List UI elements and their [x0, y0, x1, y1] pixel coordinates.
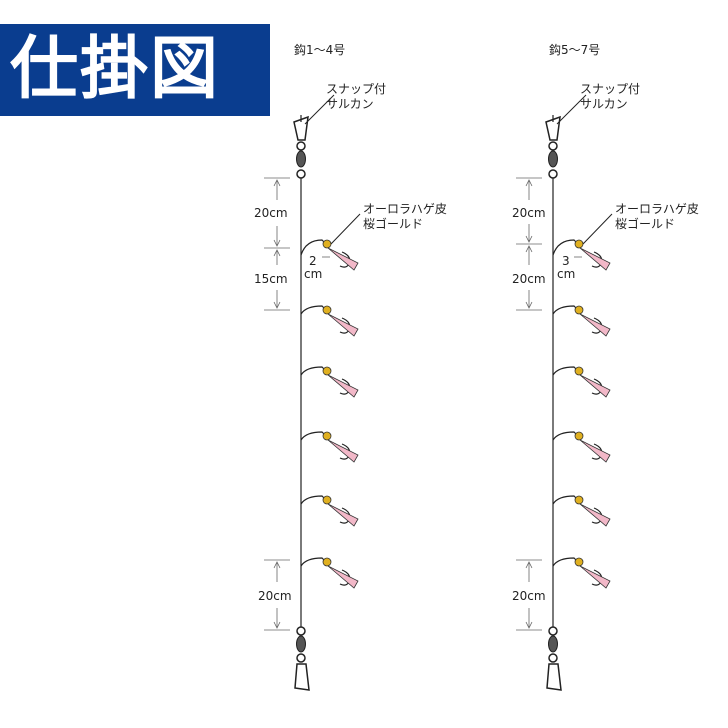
dimension-bottom: [516, 559, 542, 631]
swivel-body-icon: [296, 635, 306, 653]
branch-hook: [552, 431, 611, 463]
branch-hook: [300, 239, 359, 271]
branch-length-value: 3: [562, 254, 570, 268]
bead-icon: [322, 431, 332, 441]
bead-icon: [322, 239, 332, 249]
swivel-ring-icon: [548, 626, 558, 636]
snap-icon: [546, 663, 562, 691]
page-title: 仕掛図: [10, 30, 221, 109]
swivel-body-icon: [548, 150, 558, 168]
branch-hook: [300, 366, 359, 398]
branch-line: [300, 239, 327, 256]
bait-skin-icon: [327, 247, 359, 271]
swivel-ring-icon: [548, 169, 558, 179]
snap-label-line2: サルカン: [326, 97, 374, 111]
branch-hook: [300, 431, 359, 463]
spacing-top-label: 20cm: [512, 206, 546, 220]
swivel-body-icon: [548, 635, 558, 653]
title-banner: 仕掛図: [0, 24, 270, 116]
bead-icon: [322, 557, 332, 567]
bait-label-line2: 桜ゴールド: [615, 216, 675, 231]
branch-line: [300, 557, 327, 567]
branch-hook: [300, 495, 359, 527]
branch-line: [300, 366, 327, 376]
snap-label-line2: サルカン: [580, 97, 628, 111]
branch-hook: [552, 305, 611, 337]
branch-line: [552, 431, 579, 441]
bait-label-line2: 桜ゴールド: [363, 216, 423, 231]
spacing-bottom-label: 20cm: [512, 589, 546, 603]
bait-skin-icon: [327, 439, 359, 463]
bead-icon: [574, 495, 584, 505]
bait-label-line1: オーロラハゲ皮: [363, 202, 447, 216]
bait-label-line1: オーロラハゲ皮: [615, 202, 699, 216]
branch-hook: [552, 366, 611, 398]
bait-skin-icon: [327, 374, 359, 398]
bait-skin-icon: [579, 503, 611, 527]
dimension-top: [516, 177, 542, 245]
branch-hook: [300, 557, 359, 589]
rig-right: 鈎5～7号 スナップ付 サルカン: [512, 43, 699, 691]
branch-hook: [552, 495, 611, 527]
swivel-ring-icon: [296, 626, 306, 636]
snap-label-line1: スナップ付: [326, 82, 386, 96]
rig-left: 鈎1～4号 スナップ付 サルカン: [254, 43, 447, 691]
swivel-ring-icon: [296, 141, 306, 151]
swivel-body-icon: [296, 150, 306, 168]
bead-icon: [322, 495, 332, 505]
bait-skin-icon: [327, 565, 359, 589]
branch-hook: [552, 239, 611, 271]
dimension-top: [264, 177, 290, 249]
bait-skin-icon: [579, 439, 611, 463]
bead-icon: [574, 305, 584, 315]
bait-skin-icon: [327, 313, 359, 337]
swivel-ring-icon: [296, 169, 306, 179]
swivel-ring-icon: [548, 653, 558, 663]
bead-icon: [322, 366, 332, 376]
bead-icon: [574, 557, 584, 567]
branch-line: [552, 495, 579, 505]
snap-icon: [545, 115, 561, 141]
spacing-top-label: 20cm: [254, 206, 288, 220]
snap-icon: [293, 115, 309, 141]
callout-line: [330, 213, 361, 245]
snap-label-line1: スナップ付: [580, 82, 640, 96]
hook-size-label: 鈎1～4号: [294, 43, 345, 57]
bead-icon: [574, 431, 584, 441]
branch-hook: [300, 305, 359, 337]
swivel-ring-icon: [296, 653, 306, 663]
branch-line: [300, 305, 327, 315]
callout-line: [304, 94, 335, 125]
branch-hook: [552, 557, 611, 589]
bait-skin-icon: [579, 247, 611, 271]
snap-icon: [294, 663, 310, 691]
dimension-between: [516, 245, 542, 311]
spacing-between-label: 15cm: [254, 272, 288, 286]
branch-line: [552, 305, 579, 315]
callout-line: [582, 213, 613, 245]
branch-line: [300, 431, 327, 441]
hook-size-label: 鈎5～7号: [549, 43, 600, 57]
dimension-bottom: [264, 559, 290, 631]
bait-skin-icon: [579, 313, 611, 337]
branch-length-unit: cm: [557, 267, 575, 281]
swivel-ring-icon: [548, 141, 558, 151]
branch-line: [300, 495, 327, 505]
branch-line: [552, 557, 579, 567]
spacing-bottom-label: 20cm: [258, 589, 292, 603]
spacing-between-label: 20cm: [512, 272, 546, 286]
bead-icon: [574, 366, 584, 376]
branch-length-value: 2: [309, 254, 317, 268]
bait-skin-icon: [579, 374, 611, 398]
dimension-between: [264, 249, 290, 311]
branch-line: [552, 366, 579, 376]
branch-line: [552, 239, 579, 256]
bead-icon: [574, 239, 584, 249]
bait-skin-icon: [579, 565, 611, 589]
bead-icon: [322, 305, 332, 315]
bait-skin-icon: [327, 503, 359, 527]
callout-line: [556, 94, 587, 125]
branch-length-unit: cm: [304, 267, 322, 281]
